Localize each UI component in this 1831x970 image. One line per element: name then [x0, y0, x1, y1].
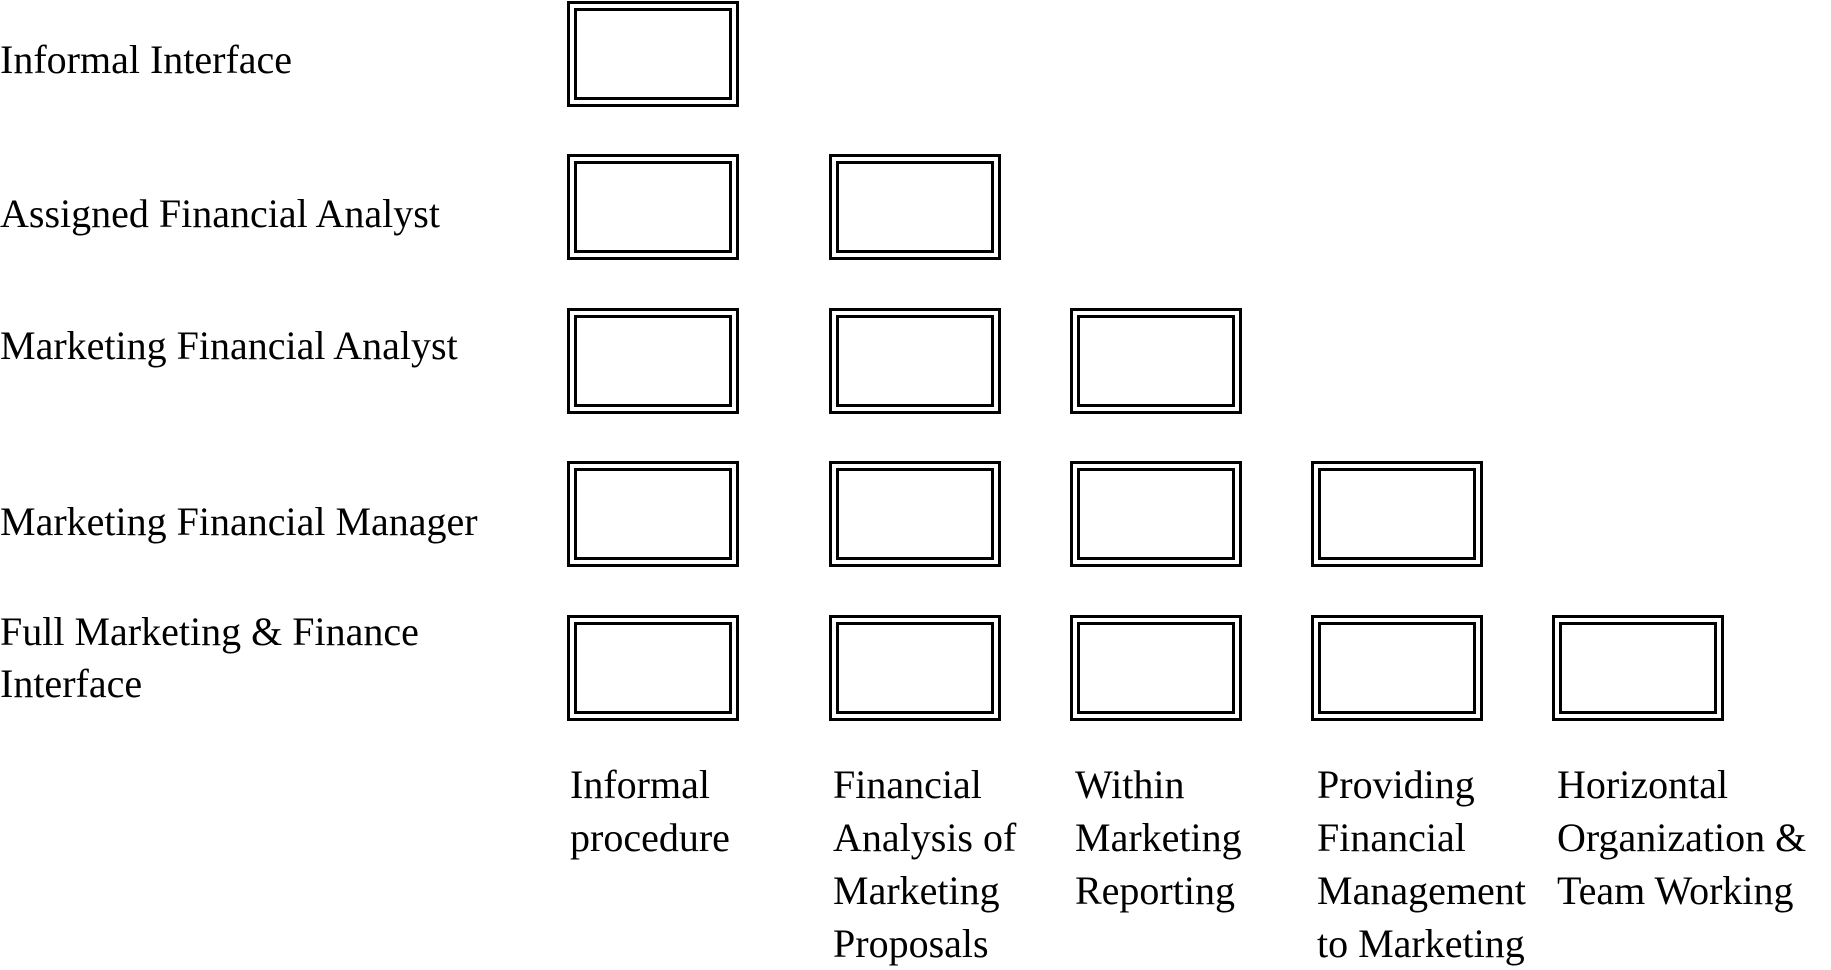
row-label-2: Assigned Financial Analyst — [0, 191, 440, 236]
cell-box-r5-c5 — [1552, 615, 1724, 721]
column-label-4: Providing Financial Management to Market… — [1317, 762, 1526, 966]
cell-box-r4-c4 — [1311, 461, 1483, 567]
column-label-1: Informal procedure — [570, 762, 730, 860]
cell-box-r5-c3 — [1070, 615, 1242, 721]
cell-box-r4-c3 — [1070, 461, 1242, 567]
row-label-1: Informal Interface — [0, 37, 293, 82]
cell-box-r4-c1 — [567, 461, 739, 567]
cell-box-r2-c1 — [567, 154, 739, 260]
row-label-5: Full Marketing & Finance Interface — [0, 609, 419, 706]
column-label-3: Within Marketing Reporting — [1075, 762, 1242, 913]
cell-box-r2-c2 — [829, 154, 1001, 260]
cell-box-r5-c1 — [567, 615, 739, 721]
column-label-5: Horizontal Organization & Team Working — [1557, 762, 1807, 913]
cell-box-r3-c1 — [567, 308, 739, 414]
row-label-4: Marketing Financial Manager — [0, 499, 478, 544]
cell-box-r3-c2 — [829, 308, 1001, 414]
column-label-2: Financial Analysis of Marketing Proposal… — [833, 762, 1017, 966]
cell-box-r3-c3 — [1070, 308, 1242, 414]
row-label-3: Marketing Financial Analyst — [0, 323, 458, 368]
cell-box-r5-c2 — [829, 615, 1001, 721]
cell-box-r5-c4 — [1311, 615, 1483, 721]
cell-box-r4-c2 — [829, 461, 1001, 567]
cell-box-r1-c1 — [567, 1, 739, 107]
